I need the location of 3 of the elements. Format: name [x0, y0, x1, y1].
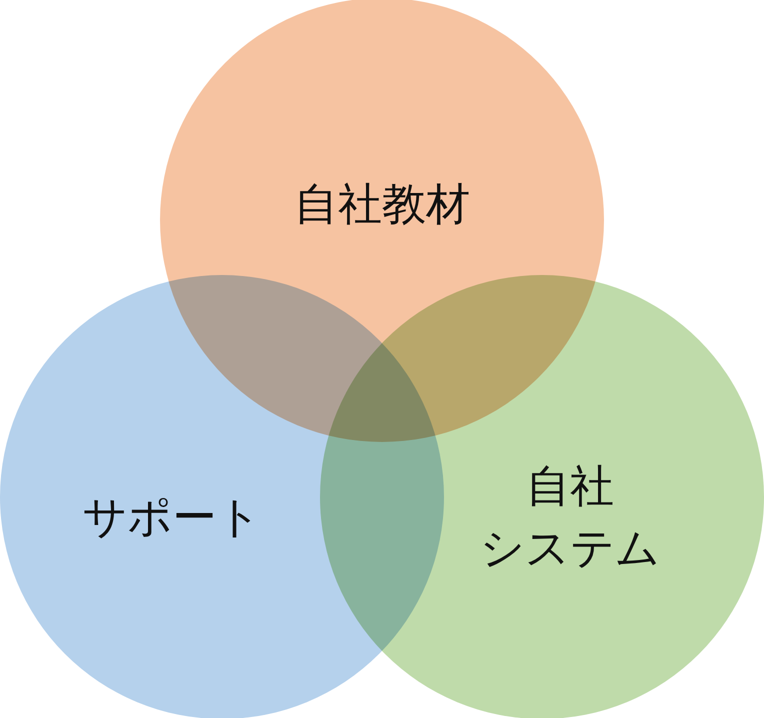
circle-label: 自社教材 — [294, 178, 470, 232]
circle-label: 自社システム — [480, 460, 660, 576]
circle-label: サポート — [82, 491, 262, 545]
